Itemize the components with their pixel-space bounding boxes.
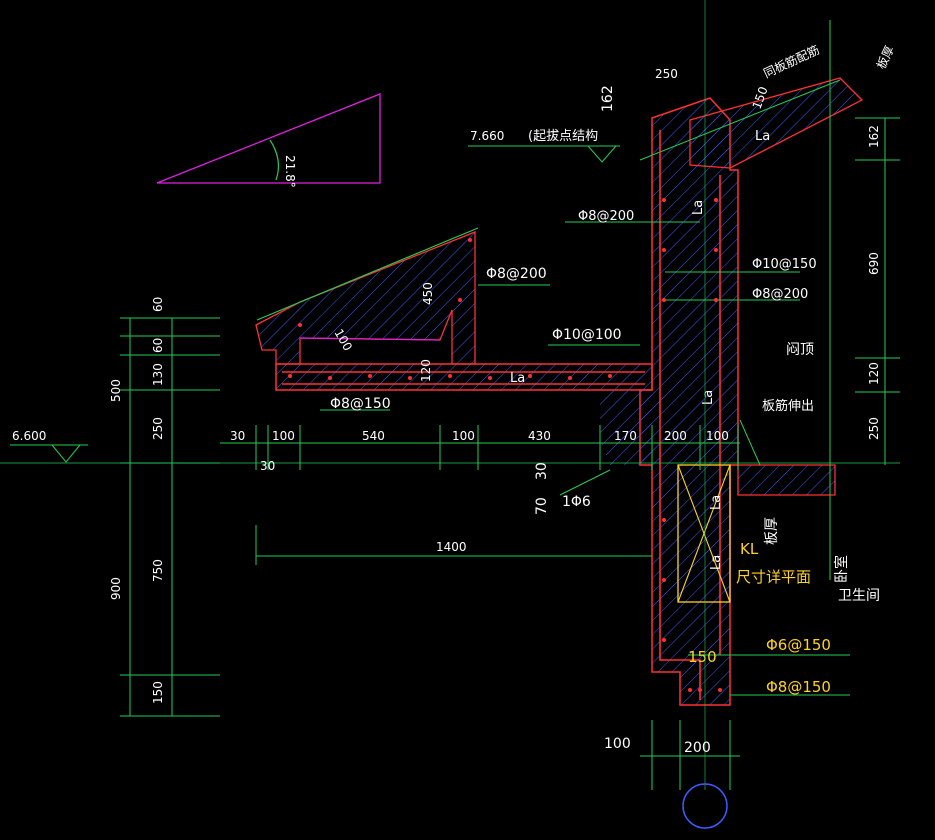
dim-right-250: 250	[867, 417, 881, 440]
dim-bottom-200: 200	[684, 740, 711, 756]
rebar-label-8: Φ6@150	[766, 636, 831, 654]
dim-left-250: 250	[151, 417, 165, 440]
dim-left-150: 150	[151, 681, 165, 704]
la-label-wall-mid: La	[701, 390, 716, 405]
dim-top-250: 250	[655, 67, 678, 81]
slab-thickness-top: 板厚	[874, 44, 897, 72]
la-label-slab: La	[510, 371, 525, 386]
roof-slope-triangle: 21.8°	[156, 93, 381, 188]
right-dimension-chain	[829, 20, 900, 580]
rebar-label-3: Φ10@150	[752, 257, 817, 272]
dim-left-900: 900	[109, 577, 123, 600]
slab-thickness-label: 板厚	[764, 517, 780, 545]
beam-label: KL	[740, 540, 759, 558]
dim-450: 450	[421, 282, 435, 305]
la-label-roof: La	[755, 129, 770, 144]
dim-left-130: 130	[151, 363, 165, 386]
elevation-6600: 6.600	[12, 429, 46, 443]
bedroom-label: 卧室	[833, 555, 850, 583]
beam-note: 尺寸详平面	[736, 568, 811, 586]
rebar-dots	[288, 198, 722, 692]
la-label-beam-2: La	[709, 555, 724, 570]
slab-extend-label: 板筋伸出	[762, 398, 814, 414]
dim-h-100b: 100	[452, 429, 475, 443]
rebar-label-2: Φ8@200	[486, 266, 547, 282]
dim-left-750: 750	[151, 559, 165, 582]
leader-lines	[320, 221, 850, 696]
dim-1400: 1400	[436, 540, 467, 554]
la-label-beam-1: La	[709, 495, 724, 510]
angle-label: 21.8°	[283, 155, 297, 188]
dim-top-162: 162	[600, 85, 616, 112]
rebar-label-1: Φ8@200	[578, 209, 634, 224]
rebar-label-7: 1Φ6	[562, 494, 591, 510]
dim-150-inner: 150	[688, 648, 717, 666]
dim-30-below: 30	[260, 459, 275, 473]
loft-label: 闷顶	[786, 342, 814, 358]
rebar-label-4: Φ8@200	[752, 287, 808, 302]
concrete-section	[255, 77, 864, 706]
la-label-wall-top: La	[691, 200, 706, 215]
dim-120: 120	[419, 359, 433, 382]
bathroom-label: 卫生间	[838, 588, 880, 604]
rebar-label-5: Φ10@100	[552, 327, 622, 343]
elevation-marker-6600: 6.600	[10, 429, 88, 463]
axis-bubble	[682, 783, 728, 829]
dim-right-120: 120	[867, 362, 881, 385]
dim-30-vertical: 30	[534, 462, 550, 480]
dim-h-170: 170	[614, 429, 637, 443]
dim-h-200: 200	[664, 429, 687, 443]
dim-right-690: 690	[867, 252, 881, 275]
elevation-marker-7660: 7.660 (起拔点结构	[468, 129, 620, 163]
dim-h-430: 430	[528, 429, 551, 443]
dim-h-100a: 100	[272, 429, 295, 443]
rebar-label-9: Φ8@150	[766, 678, 831, 696]
dim-left-60b: 60	[151, 338, 165, 353]
dim-bottom-100: 100	[604, 736, 631, 752]
dim-h-30: 30	[230, 429, 245, 443]
elevation-note: (起拔点结构	[528, 129, 598, 144]
bottom-dimension	[640, 0, 740, 790]
dim-h-540: 540	[362, 429, 385, 443]
elevation-7660: 7.660	[470, 129, 504, 143]
left-dimension-chain	[0, 317, 900, 717]
dim-left-500: 500	[109, 379, 123, 402]
rebar-label-6: Φ8@150	[330, 396, 391, 412]
dim-right-162: 162	[867, 125, 881, 148]
dim-left-60a: 60	[151, 297, 165, 312]
dim-70: 70	[534, 497, 550, 515]
dim-h-100c: 100	[706, 429, 729, 443]
rebar-same-as-slab: 同板筋配筋	[761, 42, 822, 81]
horizontal-dimension-chain	[220, 425, 740, 565]
